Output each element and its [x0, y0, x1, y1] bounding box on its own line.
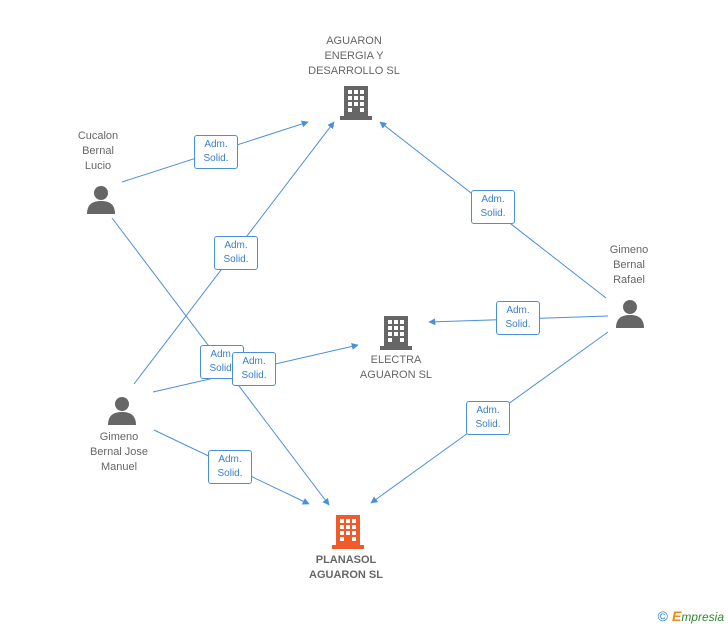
brand-logo: ©Empresia [657, 608, 724, 624]
relation-badge[interactable]: Adm. Solid. [194, 135, 238, 169]
node-label-planasol-aguaron: PLANASOL AGUARON SL [309, 554, 383, 581]
building-icon[interactable] [332, 513, 364, 554]
relation-badge[interactable]: Adm. Solid. [214, 236, 258, 270]
person-icon[interactable] [86, 184, 116, 219]
relation-badge[interactable]: Adm. Solid. [466, 401, 510, 435]
person-icon[interactable] [107, 395, 137, 430]
node-label-gimeno-jose: Gimeno Bernal Jose Manuel [89, 431, 149, 473]
copyright-icon: © [657, 608, 668, 624]
relation-badge[interactable]: Adm. Solid. [208, 450, 252, 484]
building-icon[interactable] [340, 84, 372, 125]
relation-badge[interactable]: Adm. Solid. [471, 190, 515, 224]
node-label-electra-aguaron: ELECTRA AGUARON SL [359, 354, 433, 381]
building-icon[interactable] [380, 314, 412, 355]
node-label-cucalon: Cucalon Bernal Lucio [77, 130, 119, 172]
node-label-gimeno-rafael: Gimeno Bernal Rafael [609, 244, 649, 286]
relation-badge[interactable]: Adm. Solid. [496, 301, 540, 335]
person-icon[interactable] [615, 298, 645, 333]
node-label-aguaron-energia: AGUARON ENERGIA Y DESARROLLO SL [308, 35, 400, 77]
relation-badge[interactable]: Adm. Solid. [232, 352, 276, 386]
